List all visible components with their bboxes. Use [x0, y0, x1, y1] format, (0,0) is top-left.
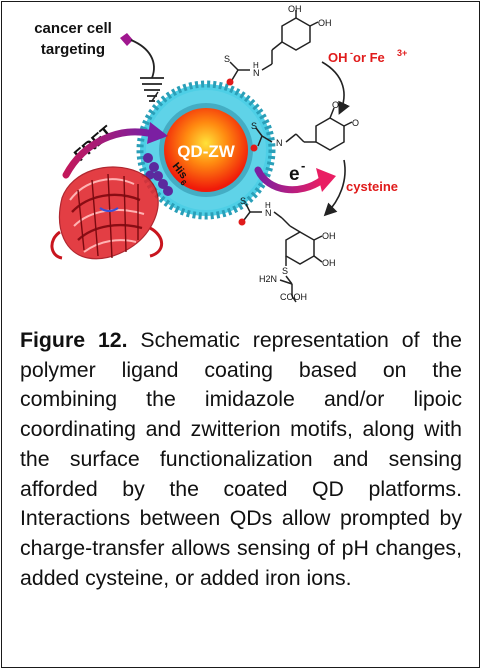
- cysteine-label: cysteine: [346, 179, 398, 194]
- anchor-dot-3: [238, 218, 246, 226]
- oh-label: OH: [328, 50, 348, 65]
- atom-o-right: O: [352, 118, 359, 128]
- oh-superscript: -: [350, 48, 353, 58]
- electron-superscript: -: [301, 158, 305, 173]
- atom-oh-top: OH: [288, 4, 302, 14]
- qd-core-label: QD-ZW: [177, 142, 236, 161]
- fe-label: or Fe: [353, 50, 385, 65]
- atom-h2n: H2N: [259, 274, 277, 284]
- fluorescent-protein: [50, 166, 164, 260]
- fret-arrow: [62, 128, 152, 179]
- atom-s-top: S: [224, 54, 230, 64]
- atom-n-middle: N: [276, 138, 283, 148]
- anchor-dot-1: [226, 78, 234, 86]
- atom-n-top: N: [253, 68, 260, 78]
- atom-s-bottom-1: S: [240, 196, 246, 206]
- targeting-ligand: [120, 33, 164, 102]
- his6-chain: [143, 153, 173, 196]
- atom-h-bottom: H: [265, 201, 271, 210]
- electron-label: e: [289, 164, 300, 185]
- his-subscript: 6: [178, 178, 188, 187]
- targeting-label-line1: cancer cell: [34, 20, 112, 37]
- targeting-label-line2: targeting: [41, 41, 105, 58]
- figure-label: Figure 12.: [20, 328, 128, 352]
- electron-transfer-arrow: [254, 166, 326, 194]
- quantum-dot: [136, 80, 276, 220]
- catechol-molecule: [229, 10, 319, 81]
- fe-superscript: 3+: [397, 48, 407, 58]
- anchor-dot-2: [250, 144, 258, 152]
- cysteine-arrow: [323, 159, 346, 217]
- atom-h-top: H: [253, 61, 259, 70]
- atom-oh-bottom-2: OH: [322, 258, 336, 268]
- atom-oh-bottom-1: OH: [322, 231, 336, 241]
- atom-oh-right: OH: [318, 18, 332, 28]
- qd-core: [164, 108, 248, 192]
- atom-s-middle: S: [251, 121, 257, 131]
- atom-o-top: O: [332, 100, 339, 110]
- oxidation-arrow: [321, 61, 350, 115]
- figure-caption: Figure 12. Schematic representation of t…: [20, 326, 462, 593]
- quinone-molecule: [255, 107, 353, 151]
- electron-arrowhead: [316, 168, 336, 192]
- cysteinyl-catechol-molecule: [243, 203, 323, 303]
- schematic-diagram: QD-ZW cancer cell targeting FRET His 6: [34, 4, 407, 303]
- caption-text: Schematic representation of the polymer …: [20, 328, 462, 590]
- atom-s-bottom-2: S: [282, 266, 288, 276]
- atom-cooh: COOH: [280, 292, 307, 302]
- fret-arrowhead: [147, 122, 168, 144]
- atom-n-bottom: N: [265, 208, 272, 218]
